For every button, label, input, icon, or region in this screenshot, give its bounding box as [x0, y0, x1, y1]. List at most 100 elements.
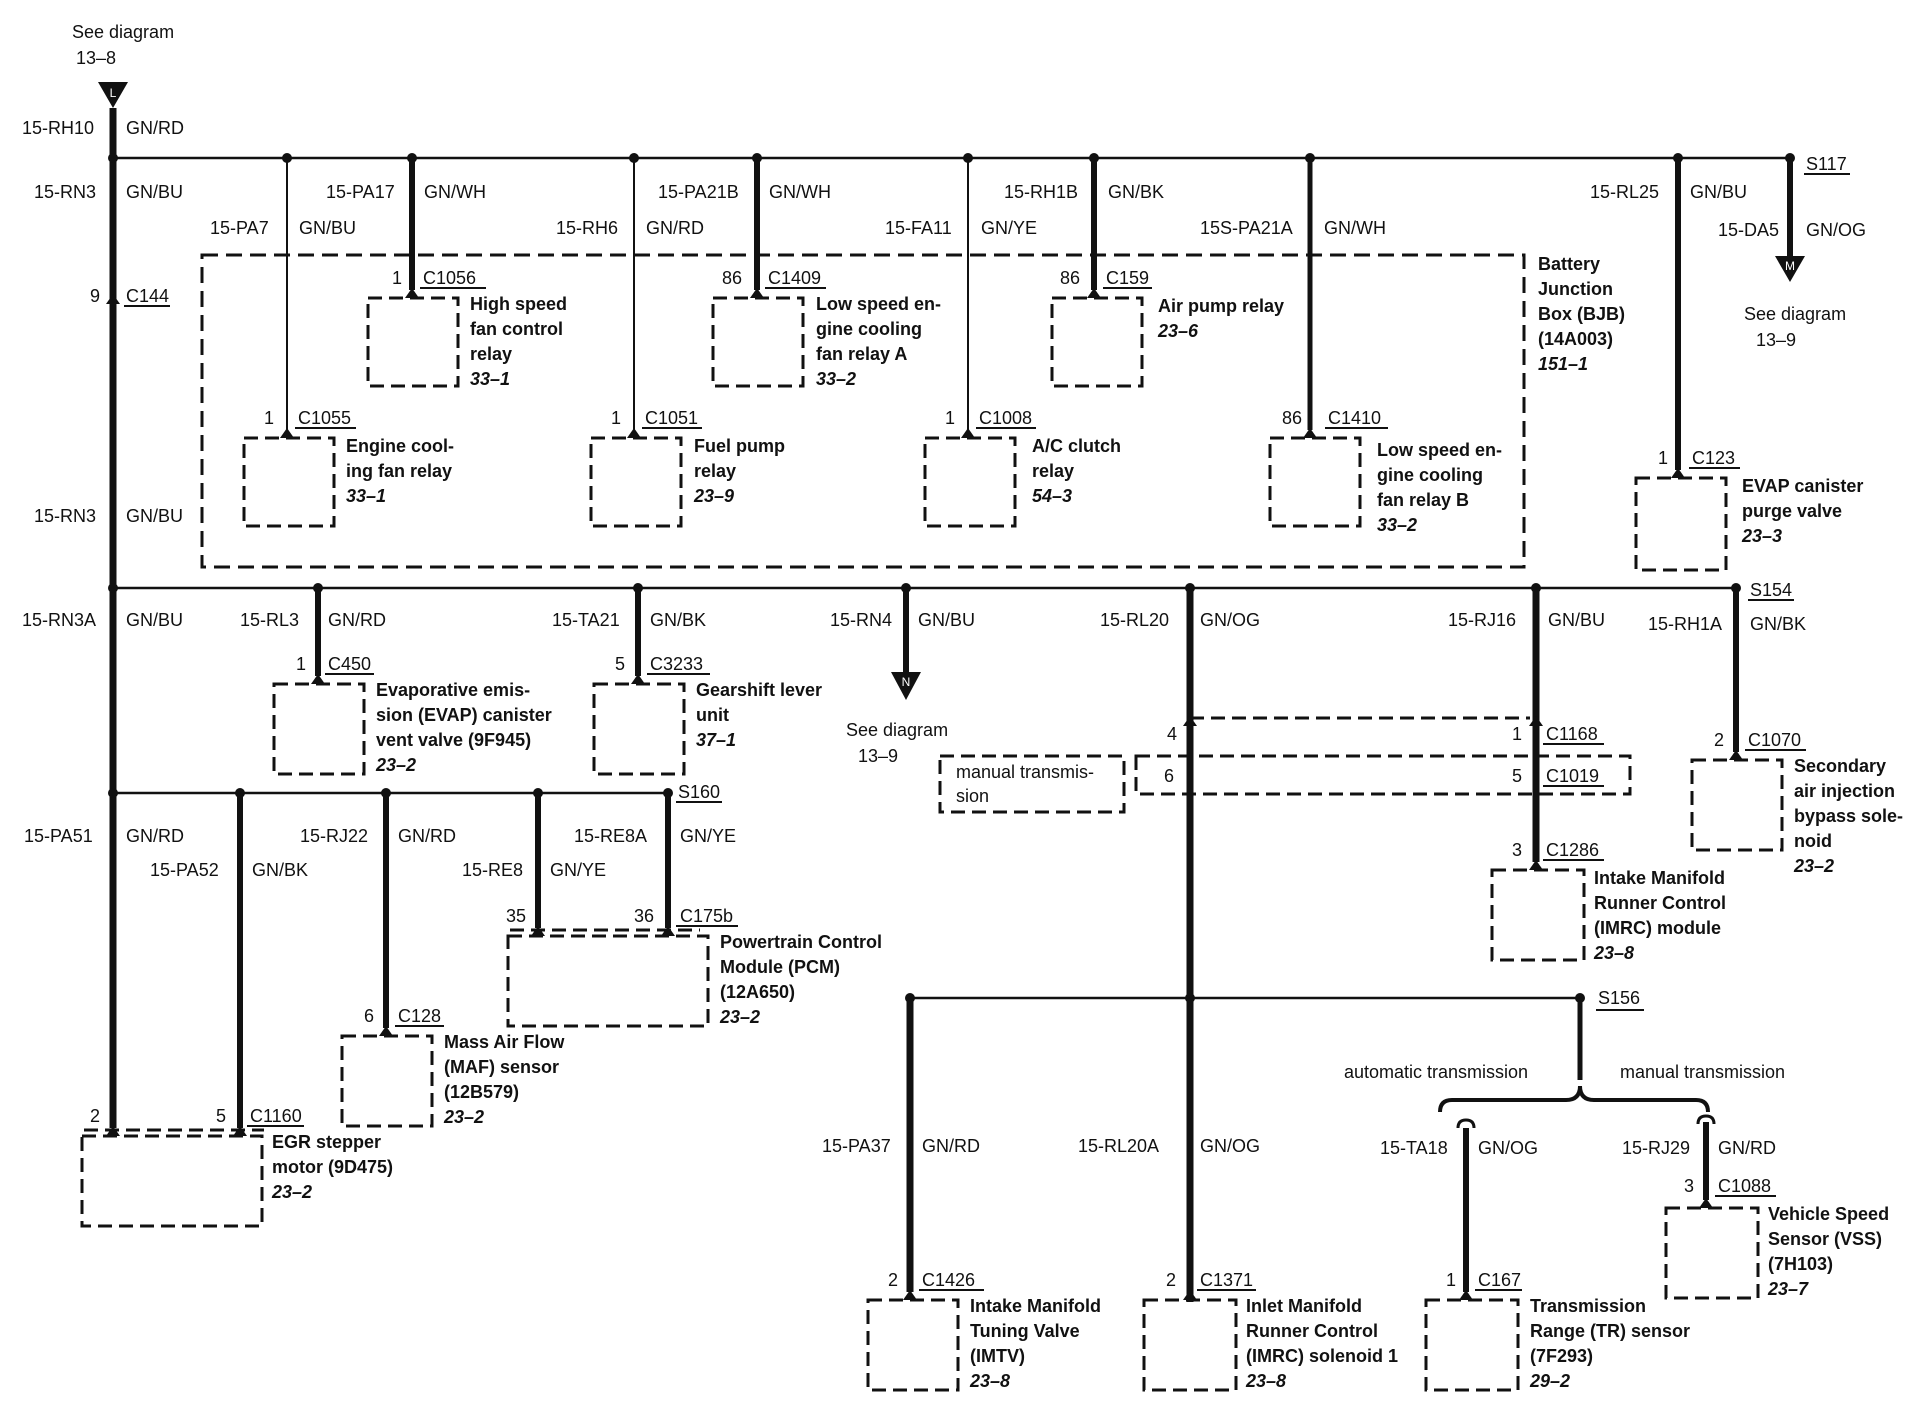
c1160-pin2-arrow	[106, 1126, 120, 1136]
c1168-pin-left: 4	[1167, 724, 1177, 744]
c1008-line2: relay	[1032, 461, 1074, 481]
s117-label: S117	[1806, 154, 1847, 174]
fa11-circuit: 15-FA11	[885, 218, 952, 238]
c1160-ref: 23–2	[271, 1182, 312, 1202]
c1409-line3: fan relay A	[816, 344, 907, 364]
c1409-line2: gine cooling	[816, 319, 922, 339]
da5-ref-line1: See diagram	[1744, 304, 1846, 324]
pa7-color: GN/BU	[299, 218, 356, 238]
evap-vent-valve-box	[272, 682, 366, 776]
pcm-line2: Module (PCM)	[720, 957, 840, 977]
c3233-ref: 37–1	[696, 730, 736, 750]
c1286-line2: Runner Control	[1594, 893, 1726, 913]
c1056-ref: 33–1	[470, 369, 510, 389]
manual-box-line2: sion	[956, 786, 989, 806]
rh1b-color: GN/BK	[1108, 182, 1164, 202]
rj16-color: GN/BU	[1548, 610, 1605, 630]
c159-pin: 86	[1060, 268, 1080, 288]
c1286-conn: C1286	[1546, 840, 1599, 860]
c1410-pin: 86	[1282, 408, 1302, 428]
pcm-line3: (12A650)	[720, 982, 795, 1002]
c1426-ref: 23–8	[969, 1371, 1010, 1391]
maf-sensor-box	[340, 1034, 434, 1128]
rn4-ref-line2: 13–9	[858, 746, 898, 766]
pa21a-circuit: 15S-PA21A	[1200, 218, 1293, 238]
pa37-circuit: 15-PA37	[822, 1136, 891, 1156]
transmission-brace	[1438, 1085, 1710, 1113]
c167-line1: Transmission	[1530, 1296, 1646, 1316]
c1055-conn: C1055	[298, 408, 351, 428]
rl20-circuit: 15-RL20	[1100, 610, 1169, 630]
splice-dot	[108, 788, 118, 798]
pcm-pin2: 36	[634, 906, 654, 926]
connector-l-arrow	[98, 82, 128, 108]
c1160-pin1: 2	[90, 1106, 100, 1126]
rn3-color: GN/BU	[126, 182, 183, 202]
rl25-circuit: 15-RL25	[1590, 182, 1659, 202]
rl20a-circuit: 15-RL20A	[1078, 1136, 1159, 1156]
pa21b-circuit: 15-PA21B	[658, 182, 739, 202]
bjb-line2: Junction	[1538, 279, 1613, 299]
c450-ref: 23–2	[375, 755, 416, 775]
c1371-line3: (IMRC) solenoid 1	[1246, 1346, 1398, 1366]
pa21a-color: GN/WH	[1324, 218, 1386, 238]
c1019-pin: 5	[1512, 766, 1522, 786]
c450-line3: vent valve (9F945)	[376, 730, 531, 750]
pa17-circuit: 15-PA17	[326, 182, 395, 202]
top-ref-line2: 13–8	[76, 48, 116, 68]
c123-arrow	[1671, 468, 1685, 478]
c1426-line2: Tuning Valve	[970, 1321, 1080, 1341]
vehicle-speed-sensor-box	[1664, 1206, 1760, 1300]
c1008-conn: C1008	[979, 408, 1032, 428]
c3233-arrow	[631, 674, 645, 684]
rh6-color: GN/RD	[646, 218, 704, 238]
c1286-pin: 3	[1512, 840, 1522, 860]
low-speed-fan-relay-a-box	[711, 296, 805, 388]
c128-pin: 6	[364, 1006, 374, 1026]
rn3a-circuit: 15-RN3A	[22, 610, 96, 630]
da5-circuit: 15-DA5	[1718, 220, 1779, 240]
bjb-ref: 151–1	[1538, 354, 1588, 374]
c1160-line1: EGR stepper	[272, 1132, 381, 1152]
splice-dot	[108, 153, 118, 163]
ac-clutch-relay-box	[923, 436, 1017, 528]
c123-line1: EVAP canister	[1742, 476, 1863, 496]
c167-pin: 1	[1446, 1270, 1456, 1290]
c1056-line2: fan control	[470, 319, 563, 339]
fa11-color: GN/YE	[981, 218, 1037, 238]
c1051-pin: 1	[611, 408, 621, 428]
pa51-color: GN/RD	[126, 826, 184, 846]
high-speed-fan-control-relay-box	[366, 296, 460, 388]
c1070-conn: C1070	[1748, 730, 1801, 750]
c1070-line2: air injection	[1794, 781, 1895, 801]
pcm-line1: Powertrain Control	[720, 932, 882, 952]
connector-m-arrow	[1775, 256, 1805, 282]
rj22-color: GN/RD	[398, 826, 456, 846]
s160-label: S160	[678, 782, 720, 802]
top-ref-line1: See diagram	[72, 22, 174, 42]
rl20a-color: GN/OG	[1200, 1136, 1260, 1156]
c1371-pin: 2	[1166, 1270, 1176, 1290]
c1371-line2: Runner Control	[1246, 1321, 1378, 1341]
fuel-pump-relay-box	[589, 436, 683, 528]
c3233-line2: unit	[696, 705, 729, 725]
manual-box-line1: manual transmis-	[956, 762, 1094, 782]
c450-conn: C450	[328, 654, 371, 674]
re8-circuit: 15-RE8	[462, 860, 523, 880]
rh10-circuit: 15-RH10	[22, 118, 94, 138]
rl25-color: GN/BU	[1690, 182, 1747, 202]
c167-arrow	[1459, 1290, 1473, 1300]
imtv-box	[866, 1298, 960, 1392]
c1160-pin5-arrow	[233, 1126, 247, 1136]
c1160-line2: motor (9D475)	[272, 1157, 393, 1177]
c1088-line1: Vehicle Speed	[1768, 1204, 1889, 1224]
s156-label: S156	[1598, 988, 1640, 1008]
pa21b-color: GN/WH	[769, 182, 831, 202]
c123-ref: 23–3	[1741, 526, 1782, 546]
c1008-arrow	[961, 428, 975, 438]
pcm-pin1: 35	[506, 906, 526, 926]
pa37-color: GN/RD	[922, 1136, 980, 1156]
c1055-pin: 1	[264, 408, 274, 428]
manual-transmission-note-box	[938, 754, 1126, 814]
